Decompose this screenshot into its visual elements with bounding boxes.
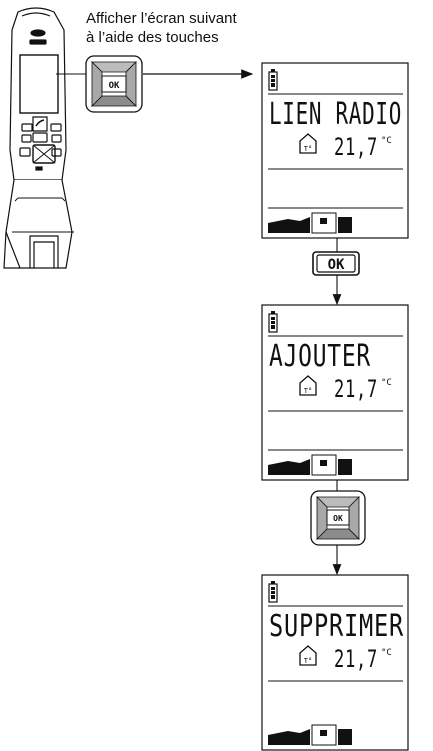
screen-3-temperature: 21,7 <box>334 645 378 673</box>
handset-screen <box>19 54 59 114</box>
logo-icon <box>30 29 46 37</box>
home-icon: T° <box>299 133 317 154</box>
left-key <box>21 123 33 132</box>
dock-base <box>5 179 73 269</box>
ok-navigation-key-middle[interactable]: OK <box>310 490 366 546</box>
battery-icon <box>268 581 278 603</box>
screen-1-unit: °C <box>381 136 392 146</box>
svg-text:T°: T° <box>304 657 312 665</box>
lcd-screen-2: AJOUTER T° 21,7 °C <box>261 304 409 481</box>
center-key <box>32 132 48 143</box>
instruction-text: Afficher l’écran suivant à l’aide des to… <box>86 9 237 47</box>
screen-1-title: LIEN RADIO <box>269 97 402 132</box>
key-small-3 <box>19 147 31 157</box>
instruction-line-2: à l’aide des touches <box>86 29 219 46</box>
screen-1-temperature: 21,7 <box>334 133 378 161</box>
call-key <box>32 116 48 132</box>
right-key <box>50 123 62 132</box>
softkey-bar-icon <box>268 212 352 234</box>
screen-3-unit: °C <box>381 648 392 658</box>
ok-button-label: OK <box>328 257 345 273</box>
key-small-1 <box>21 134 32 143</box>
screen-2-title: AJOUTER <box>269 339 371 374</box>
instruction-line-1: Afficher l’écran suivant <box>86 10 237 27</box>
softkey-bar-icon <box>268 724 352 746</box>
ok-key-label: OK <box>333 514 343 523</box>
earpiece-icon <box>29 39 47 45</box>
home-icon: T° <box>299 375 317 396</box>
battery-icon <box>268 69 278 91</box>
phone-icon <box>35 119 45 127</box>
battery-icon <box>268 311 278 333</box>
mic-icon <box>35 166 43 171</box>
ok-navigation-key-top[interactable]: OK <box>85 55 143 113</box>
handset-device <box>3 7 74 269</box>
svg-text:T°: T° <box>304 387 312 395</box>
lcd-screen-1: LIEN RADIO T° 21,7 °C <box>261 62 409 239</box>
screen-3-title: SUPPRIMER <box>269 609 404 644</box>
screen-2-temperature: 21,7 <box>334 375 378 403</box>
lcd-screen-3: SUPPRIMER T° 21,7 °C <box>261 574 409 751</box>
ok-key-label: OK <box>109 81 120 91</box>
home-icon: T° <box>299 645 317 666</box>
softkey-bar-icon <box>268 454 352 476</box>
screen-2-unit: °C <box>381 378 392 388</box>
key-small-4 <box>51 148 62 157</box>
svg-text:T°: T° <box>304 145 312 153</box>
ok-button[interactable]: OK <box>312 251 360 276</box>
key-small-2 <box>51 134 62 143</box>
